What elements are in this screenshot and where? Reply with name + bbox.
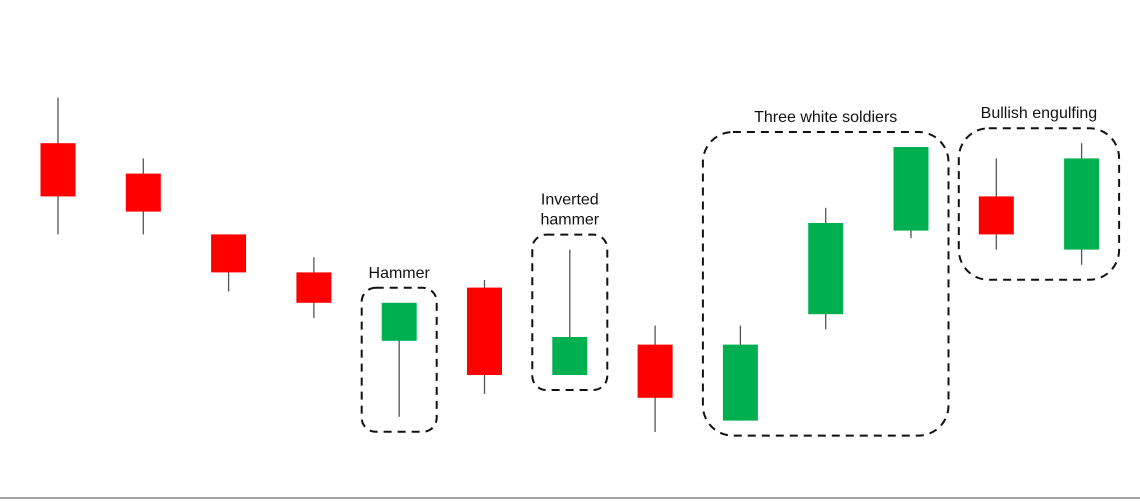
hammer-label: Hammer (369, 265, 431, 282)
bullish-engulfing-box (957, 127, 1121, 281)
candle-bullish (552, 249, 588, 375)
candle-body (467, 287, 502, 375)
candle-bullish (722, 325, 758, 421)
candle-bearish (296, 257, 332, 318)
candle-bearish (467, 280, 502, 394)
three-white-soldiers-box (701, 131, 950, 437)
candle-body (381, 302, 417, 341)
candle-body (722, 344, 758, 421)
candle-bearish (637, 325, 673, 432)
inverted-hammer-box (531, 233, 609, 391)
candle-body (637, 344, 673, 398)
candle-bullish (1064, 143, 1100, 265)
candle-body (552, 337, 588, 375)
candle-bullish (381, 302, 417, 417)
candle-body (1064, 158, 1100, 250)
bullish-engulfing-label: Bullish engulfing (981, 105, 1098, 122)
candle-body (978, 196, 1014, 235)
hammer-box (360, 286, 438, 433)
candle-bearish (978, 158, 1014, 250)
candle-bullish (893, 147, 929, 239)
three-white-soldiers-label: Three white soldiers (754, 109, 897, 126)
pattern-boxes (360, 127, 1121, 437)
candles (40, 97, 1100, 432)
candle-bearish (211, 234, 247, 292)
candle-bearish (125, 158, 161, 235)
candle-body (296, 272, 332, 303)
candle-body (125, 173, 161, 212)
candle-bullish (808, 207, 844, 330)
candle-bearish (40, 97, 76, 235)
candle-body (40, 143, 76, 197)
candle-body (808, 223, 844, 315)
candle-body (211, 234, 247, 273)
candle-body (893, 147, 929, 231)
